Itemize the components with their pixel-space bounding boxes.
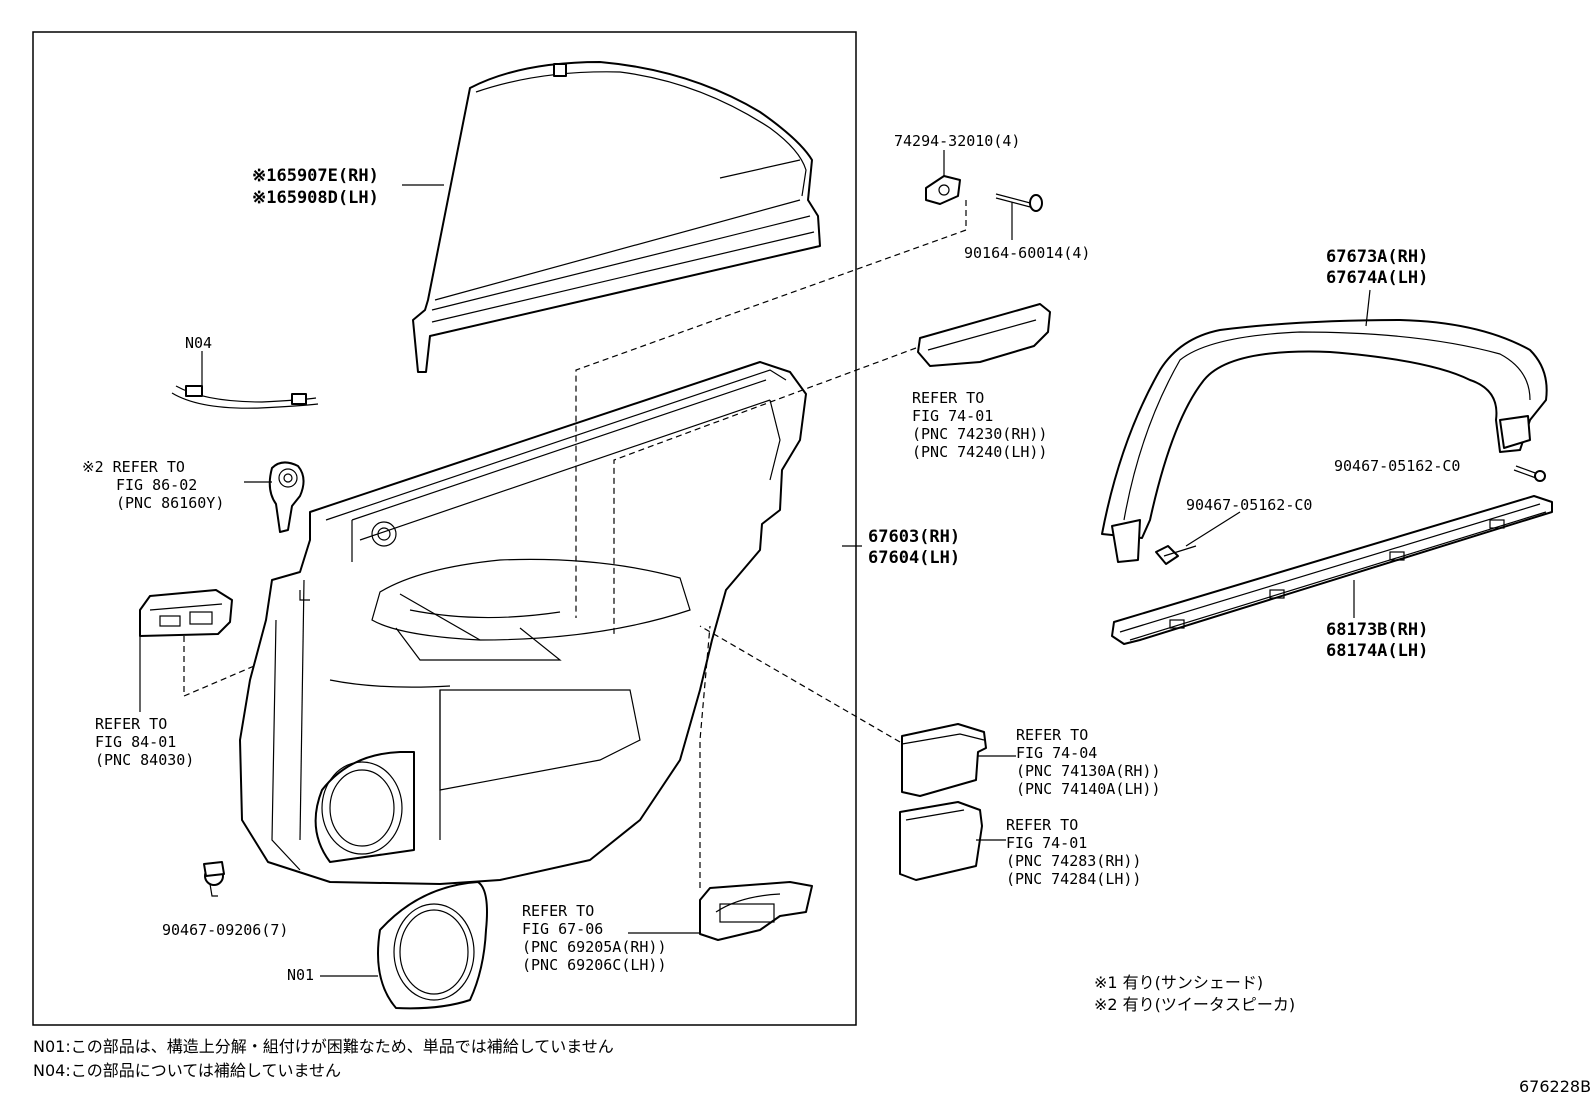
- footnote-1: ※1 有り(サンシェード): [1094, 973, 1263, 992]
- tweeter-speaker[interactable]: [268, 461, 305, 533]
- clip-90467-05162-c0-upper[interactable]: [1513, 465, 1546, 482]
- sunshade-assembly[interactable]: [412, 61, 821, 373]
- clip-90467-05162-c0-lower[interactable]: [1155, 545, 1197, 565]
- speaker-grille-n01[interactable]: [377, 881, 488, 1010]
- clip-74294-32010[interactable]: [925, 175, 961, 205]
- label-handle-4: (PNC 69206C(LH)): [522, 956, 667, 974]
- label-armrest-2: FIG 74-01: [912, 407, 993, 425]
- label-pocket-1: REFER TO: [1006, 816, 1078, 834]
- window-switch[interactable]: [139, 589, 233, 637]
- belt-moulding[interactable]: [1111, 495, 1553, 645]
- label-clip-b: 90467-05162-C0: [1186, 496, 1312, 514]
- label-armrest-4: (PNC 74240(LH)): [912, 443, 1047, 461]
- label-n04: N04: [185, 334, 212, 352]
- label-tweeter-1: ※2 REFER TO: [82, 458, 185, 476]
- label-ashtray-3: (PNC 74130A(RH)): [1016, 762, 1161, 780]
- clip-90467-09206[interactable]: [203, 861, 225, 897]
- label-clip: 90467-09206(7): [162, 921, 288, 939]
- label-handle-1: REFER TO: [522, 902, 594, 920]
- label-ashtray-2: FIG 74-04: [1016, 744, 1097, 762]
- label-armrest-1: REFER TO: [912, 389, 984, 407]
- label-screw-top: 90164-60014(4): [964, 244, 1090, 262]
- armrest-handle[interactable]: [917, 303, 1051, 367]
- inside-door-handle[interactable]: [699, 881, 813, 941]
- figure-id: 676228B: [1519, 1077, 1591, 1096]
- ashtray-box[interactable]: [901, 723, 987, 797]
- label-belt-lh: 68174A(LH): [1326, 641, 1428, 661]
- label-pocket-2: FIG 74-01: [1006, 834, 1087, 852]
- label-switch-1: REFER TO: [95, 715, 167, 733]
- label-belt-rh: 68173B(RH): [1326, 620, 1428, 640]
- note-n01: N01:この部品は、構造上分解・組付けが困難なため、単品では補給していません: [33, 1037, 614, 1056]
- label-panel-rh: 67603(RH): [868, 527, 960, 547]
- label-n01: N01: [287, 966, 314, 984]
- label-switch-2: FIG 84-01: [95, 733, 176, 751]
- label-glass-lh: ※165908D(LH): [252, 188, 379, 208]
- label-ashtray-1: REFER TO: [1016, 726, 1088, 744]
- door-trim-panel[interactable]: [239, 361, 807, 885]
- label-weather-rh: 67673A(RH): [1326, 247, 1428, 267]
- label-handle-3: (PNC 69205A(RH)): [522, 938, 667, 956]
- wire-harness-n04[interactable]: [171, 385, 319, 409]
- label-armrest-3: (PNC 74230(RH)): [912, 425, 1047, 443]
- label-pocket-4: (PNC 74284(LH)): [1006, 870, 1141, 888]
- door-pocket[interactable]: [899, 801, 983, 881]
- door-weatherstrip[interactable]: [1101, 319, 1548, 563]
- footnote-2: ※2 有り(ツイータスピーカ): [1094, 995, 1295, 1014]
- label-handle-2: FIG 67-06: [522, 920, 603, 938]
- label-panel-lh: 67604(LH): [868, 548, 960, 568]
- label-pocket-3: (PNC 74283(RH)): [1006, 852, 1141, 870]
- assembly-frame: [32, 31, 857, 1026]
- label-bolt-top: 74294-32010(4): [894, 132, 1020, 150]
- label-weather-lh: 67674A(LH): [1326, 268, 1428, 288]
- note-n04: N04:この部品については補給していません: [33, 1061, 341, 1080]
- screw-90164-60014[interactable]: [995, 193, 1043, 212]
- label-clip-a: 90467-05162-C0: [1334, 457, 1460, 475]
- label-ashtray-4: (PNC 74140A(LH)): [1016, 780, 1161, 798]
- label-tweeter-3: (PNC 86160Y): [116, 494, 224, 512]
- label-tweeter-2: FIG 86-02: [116, 476, 197, 494]
- label-switch-3: (PNC 84030): [95, 751, 194, 769]
- label-glass-rh: ※165907E(RH): [252, 166, 379, 186]
